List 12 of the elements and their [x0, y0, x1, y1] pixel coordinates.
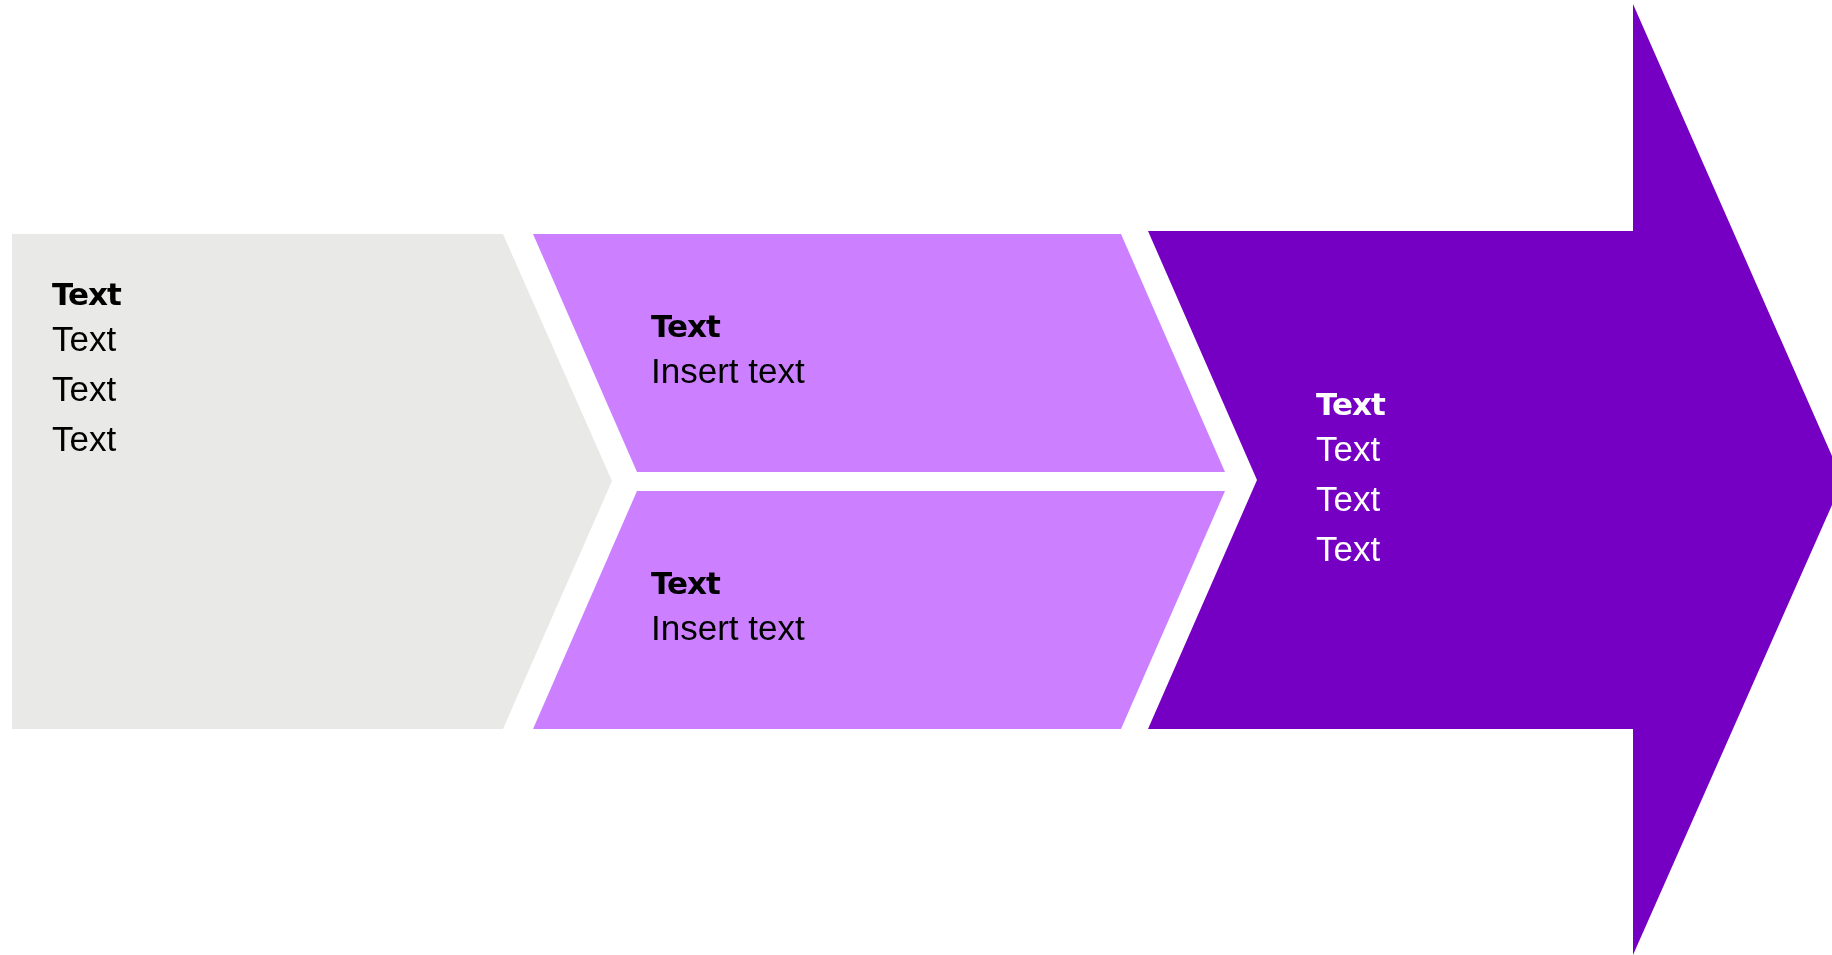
bullet-item: Text — [1316, 478, 1381, 520]
body-text: Insert text — [651, 607, 805, 649]
bullet-item: Text — [52, 418, 117, 460]
bullet-item: Text — [52, 368, 117, 410]
heading: Text — [52, 275, 121, 314]
heading: Text — [651, 307, 720, 346]
heading: Text — [1316, 385, 1385, 424]
body-text: Insert text — [651, 350, 805, 392]
bullet-item: Text — [1316, 428, 1381, 470]
heading: Text — [651, 564, 720, 603]
bullet-item: Text — [1316, 528, 1381, 570]
bullet-item: Text — [52, 318, 117, 360]
